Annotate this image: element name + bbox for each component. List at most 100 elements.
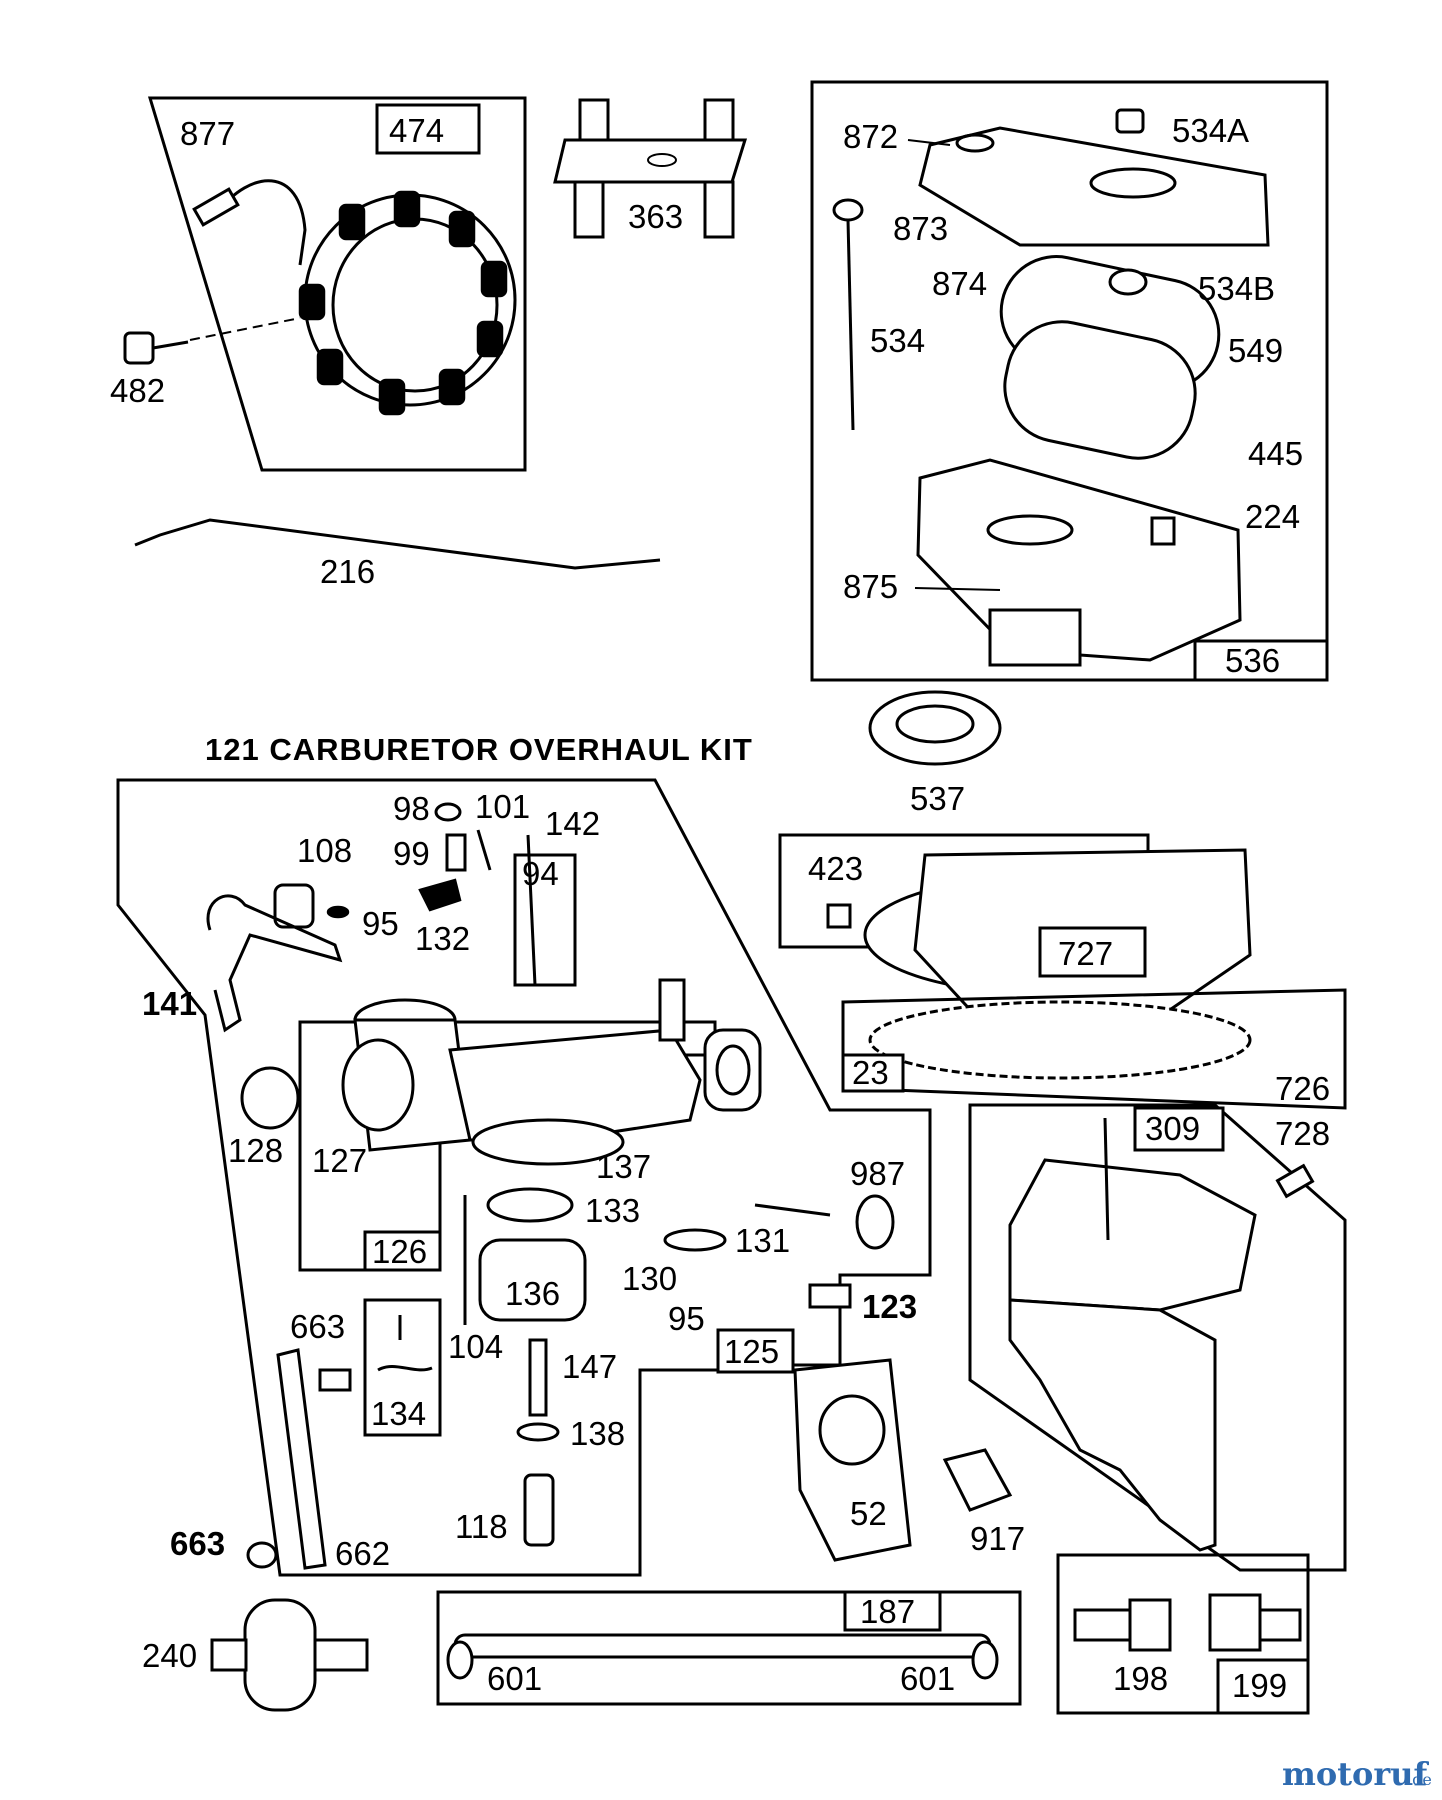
label-136: 136 (505, 1275, 560, 1312)
fittings-panel-outline (1056, 1553, 1310, 1715)
label-601b: 601 (900, 1660, 955, 1697)
wire-connector (192, 187, 240, 227)
label-118: 118 (455, 1508, 508, 1545)
clamp-601-left (446, 1640, 474, 1680)
cover-stud (955, 133, 995, 153)
clip-132 (418, 878, 462, 912)
screw-123 (808, 1283, 852, 1309)
label-216: 216 (320, 553, 375, 590)
label-133: 133 (585, 1192, 640, 1229)
label-127: 127 (312, 1142, 367, 1179)
base-intake (988, 608, 1082, 667)
label-box-187 (843, 1590, 942, 1632)
lever-662 (276, 1348, 327, 1570)
label-52: 52 (850, 1495, 887, 1532)
label-94: 94 (522, 855, 559, 892)
gasket-52 (793, 1358, 912, 1562)
fittings-group: 198 199 (1056, 1553, 1310, 1715)
label-875: 875 (843, 568, 898, 605)
clamp-hole (647, 153, 677, 167)
label-128: 128 (228, 1132, 283, 1169)
label-198: 198 (1113, 1660, 1168, 1697)
fitting-199-body (1208, 1593, 1262, 1652)
label-147: 147 (562, 1348, 617, 1385)
label-423: 423 (808, 850, 863, 887)
label-134: 134 (371, 1395, 426, 1432)
carb-flange-127 (341, 1038, 415, 1132)
link-216-group: 216 (134, 518, 661, 590)
fitting-199-end (1258, 1608, 1302, 1642)
bolt-534-shank (846, 219, 855, 431)
fitting-198-left (1073, 1608, 1132, 1642)
clamp-bolt-bottom-right (703, 180, 735, 239)
label-142: 142 (545, 805, 600, 842)
screw-728 (1275, 1163, 1315, 1199)
air-filter-group: 536 872 534A 873 534 874 534B 549 445 87… (810, 80, 1329, 682)
part-917 (942, 1448, 1013, 1512)
label-537: 537 (910, 780, 965, 817)
label-662: 662 (335, 1535, 390, 1572)
label-108: 108 (297, 832, 352, 869)
watermark-suffix: .de (1407, 1770, 1432, 1789)
label-474: 474 (389, 112, 444, 149)
carb-stem (658, 978, 686, 1042)
clamp-plate (553, 138, 748, 184)
clamp-363-group: 363 (553, 98, 748, 239)
label-box-199 (1216, 1658, 1310, 1715)
housing-panel-outline (968, 1103, 1347, 1572)
label-box-23 (841, 1053, 905, 1093)
kit-title: 121 CARBURETOR OVERHAUL KIT (205, 732, 753, 767)
air-filter-panel-outline (810, 80, 1329, 682)
label-534: 534 (870, 322, 925, 359)
label-877: 877 (180, 115, 235, 152)
screw-534B (1108, 268, 1148, 296)
label-98: 98 (393, 790, 430, 827)
fuel-filter-outlet (313, 1638, 369, 1672)
label-box-309 (1133, 1106, 1225, 1152)
label-130: 130 (622, 1260, 677, 1297)
engine-block (1008, 1298, 1217, 1552)
label-987: 987 (850, 1155, 905, 1192)
jet-147 (528, 1338, 548, 1417)
diaphragm-136 (478, 1238, 587, 1322)
screw-423 (826, 903, 852, 929)
ring-gear-726 (868, 1000, 1252, 1080)
fuel-filter-group: 240 (142, 1598, 369, 1712)
carburetor-group: 98 101 142 99 94 108 95 132 141 126 127 … (116, 778, 932, 1577)
label-23: 23 (852, 1054, 889, 1091)
label-536: 536 (1225, 642, 1280, 679)
base-hole (986, 514, 1074, 546)
label-138: 138 (570, 1415, 625, 1452)
label-873: 873 (893, 210, 948, 247)
label-141: 141 (142, 985, 197, 1022)
screw-663-top (318, 1368, 352, 1392)
fuel-filter-240 (243, 1598, 317, 1712)
carb-flange (703, 1028, 762, 1112)
label-663b: 663 (170, 1525, 225, 1562)
plug-128 (240, 1066, 300, 1130)
label-95a: 95 (362, 905, 399, 942)
washer-131 (663, 1228, 727, 1252)
label-box-125 (716, 1328, 795, 1374)
bolt-482-leader (189, 317, 301, 341)
label-box-94 (513, 853, 577, 987)
label-131: 131 (735, 1222, 790, 1259)
housing-309-group: 309 728 (968, 1103, 1347, 1572)
label-728: 728 (1275, 1115, 1330, 1152)
carb-bowl-top (471, 1118, 625, 1166)
clamp-bolt-bottom-left (573, 180, 605, 239)
label-101: 101 (475, 788, 530, 825)
label-125: 125 (724, 1333, 779, 1370)
needle-knob-987 (855, 1194, 895, 1250)
spring-133 (486, 1187, 574, 1223)
label-199: 199 (1232, 1667, 1287, 1704)
label-99: 99 (393, 835, 430, 872)
label-123: 123 (862, 1288, 917, 1325)
fuel-line-panel-outline (436, 1590, 1022, 1706)
bolt-482-head (123, 331, 155, 365)
label-534A: 534A (1172, 112, 1249, 149)
choke-shaft-141 (206, 894, 343, 1033)
link-rod-216 (134, 518, 661, 570)
label-727: 727 (1058, 935, 1113, 972)
